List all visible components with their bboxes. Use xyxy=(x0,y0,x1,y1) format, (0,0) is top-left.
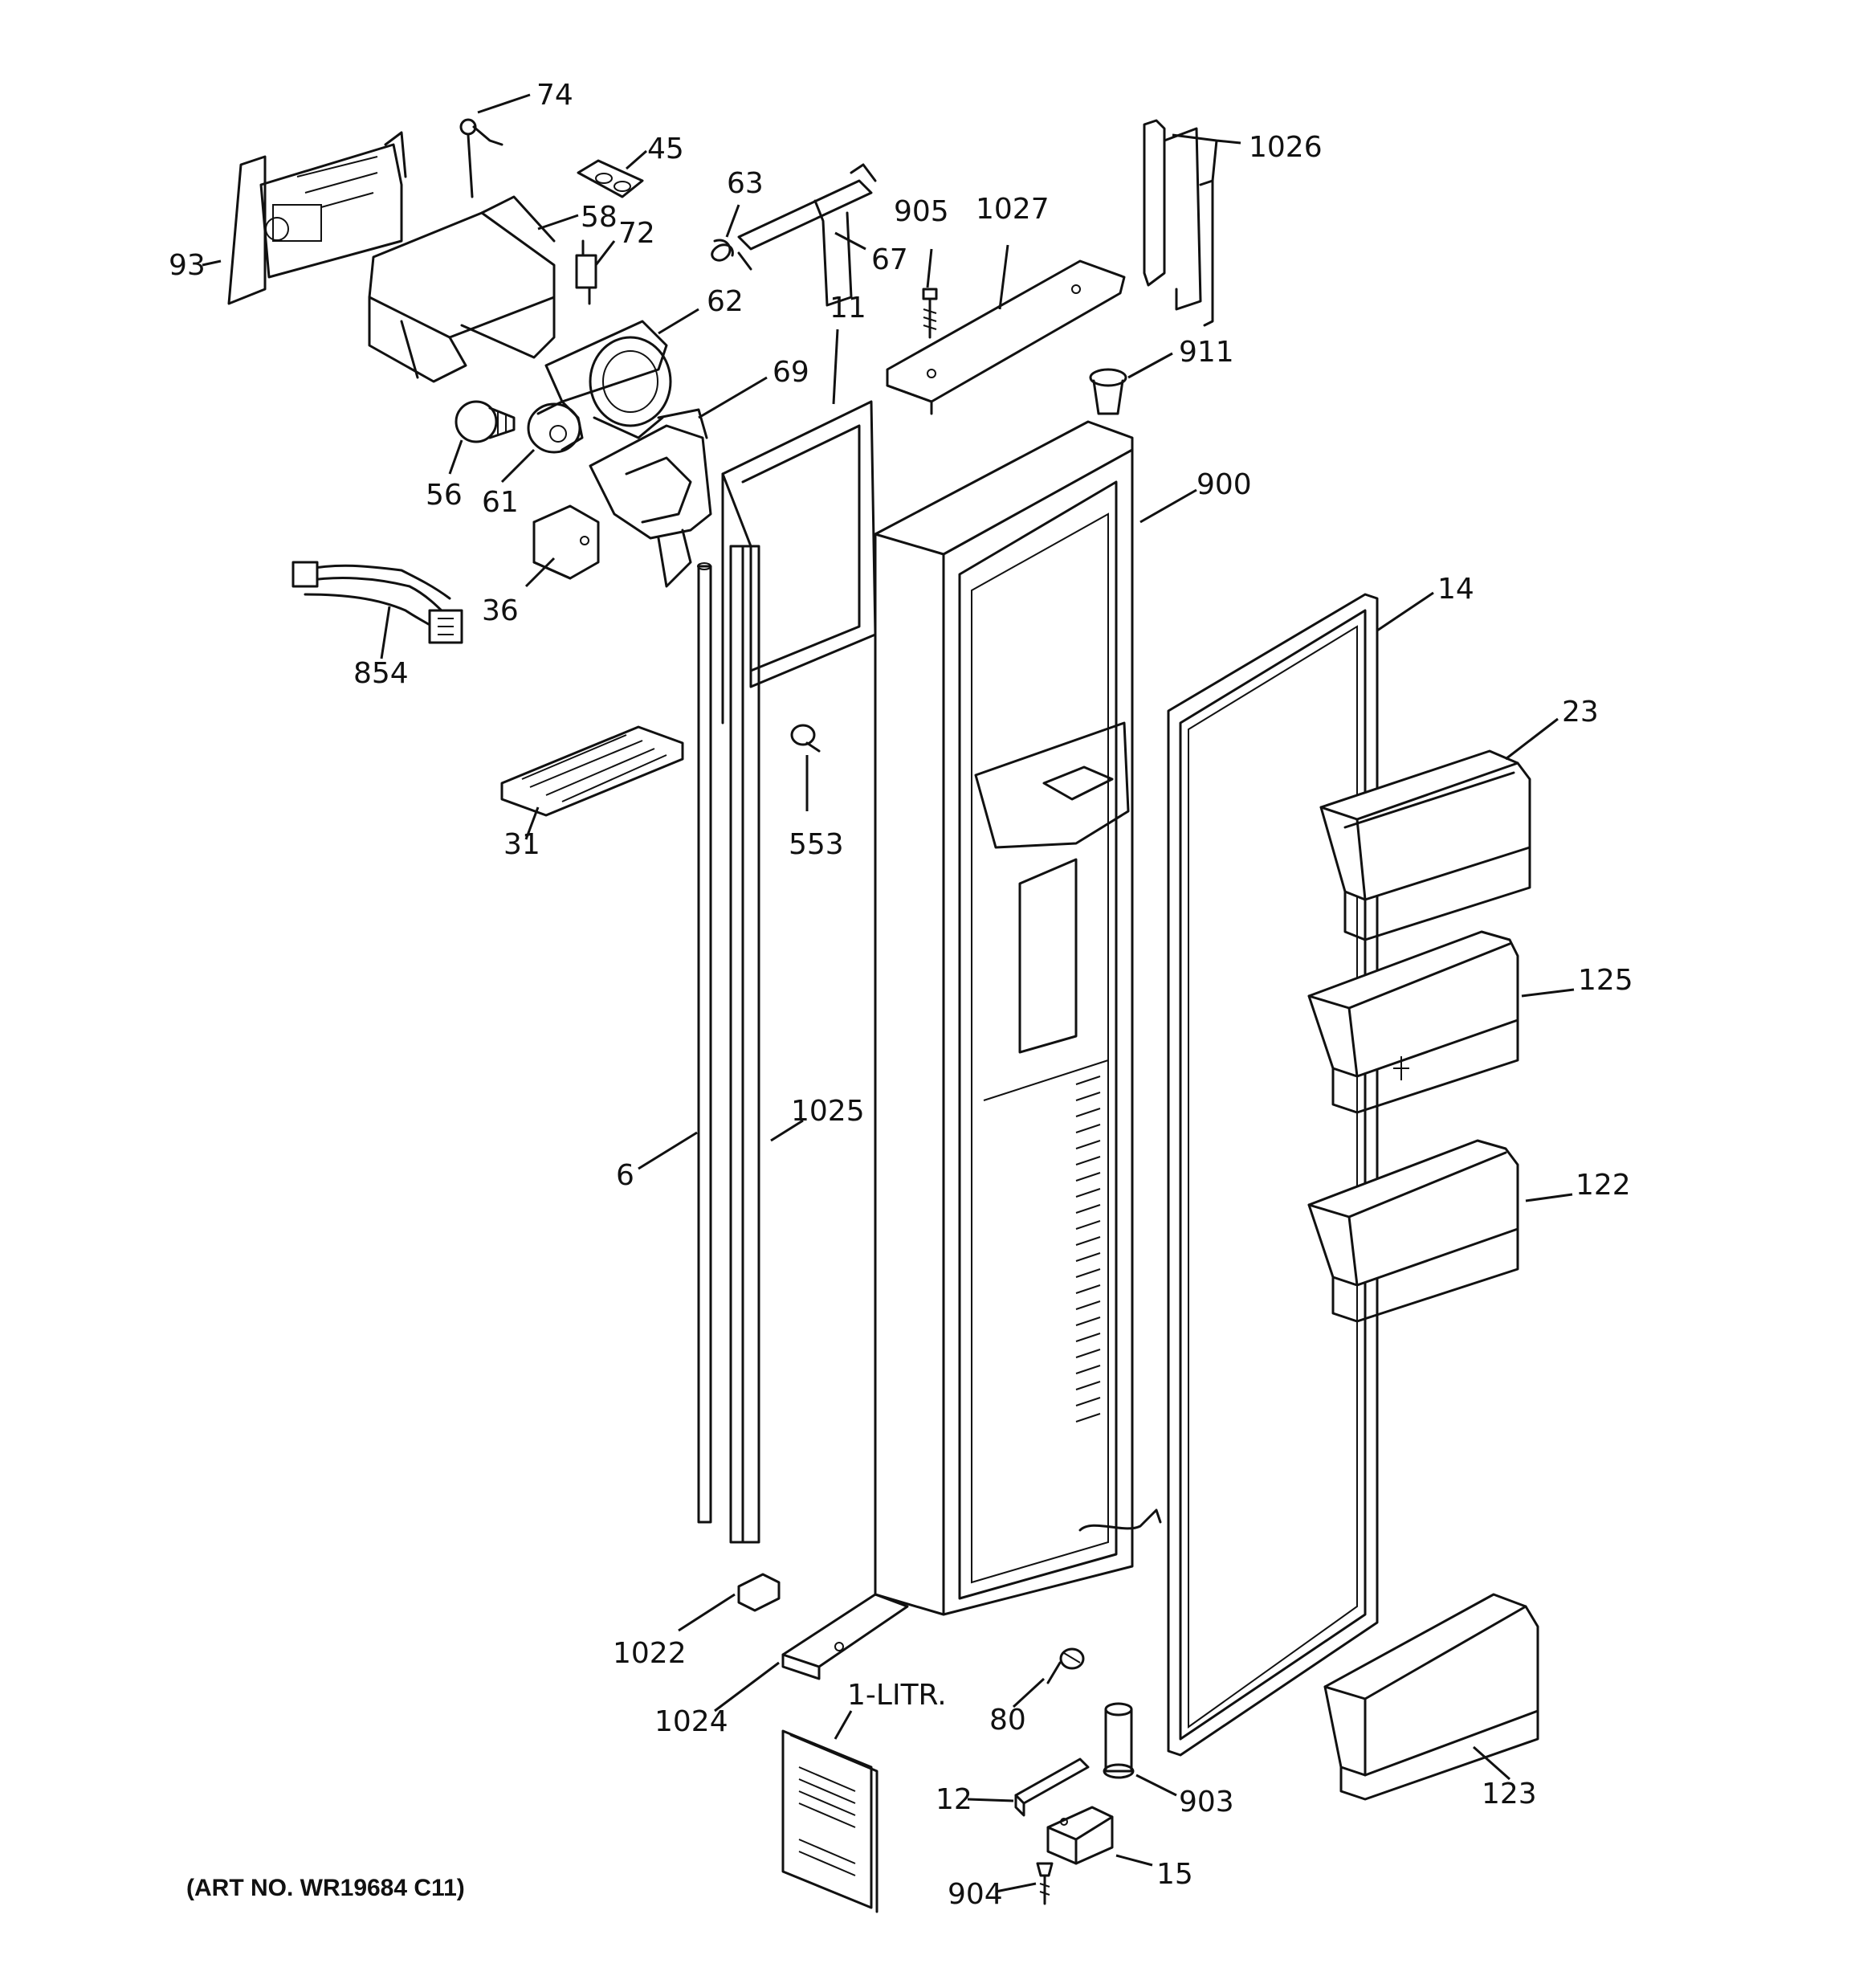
part-69-ice-chute xyxy=(589,408,712,588)
label-62: 62 xyxy=(707,285,744,318)
label-904: 904 xyxy=(948,1878,1003,1911)
part-1026-hinge-channel xyxy=(1143,119,1214,327)
label-854: 854 xyxy=(353,657,409,690)
art-number: (ART NO. WR19684 C11) xyxy=(186,1875,465,1901)
part-1024-bracket xyxy=(781,1593,909,1680)
part-74-spring xyxy=(459,118,503,198)
part-122-door-bin xyxy=(1307,1139,1519,1323)
part-6-tube xyxy=(697,562,712,1524)
part-31-drip-grille xyxy=(500,725,684,817)
part-900-door xyxy=(874,420,1162,1616)
part-903-hinge-pin xyxy=(1103,1702,1135,1779)
part-14-door-gasket xyxy=(1167,593,1379,1757)
part-80-fitting xyxy=(1046,1647,1085,1684)
part-125-door-bin xyxy=(1307,930,1519,1114)
label-1-litr: 1-LITR. xyxy=(847,1679,947,1712)
label-553: 553 xyxy=(789,828,844,861)
label-61: 61 xyxy=(482,486,519,519)
label-903: 903 xyxy=(1179,1786,1234,1819)
label-74: 74 xyxy=(536,79,573,112)
part-23-door-bin xyxy=(1319,749,1531,941)
part-45-bracket xyxy=(577,159,644,198)
part-1022-clip xyxy=(737,1573,781,1612)
leader-lines xyxy=(202,93,1575,1893)
part-905-screw xyxy=(922,288,938,339)
part-1025-trim-strip xyxy=(729,545,760,1544)
label-15: 15 xyxy=(1156,1858,1193,1891)
label-23: 23 xyxy=(1562,696,1599,729)
label-80: 80 xyxy=(989,1704,1026,1737)
label-6: 6 xyxy=(616,1159,634,1192)
label-900: 900 xyxy=(1196,468,1252,501)
part-1-litr-literature xyxy=(781,1729,879,1913)
part-854-wire-harness xyxy=(291,561,463,644)
label-123: 123 xyxy=(1482,1778,1537,1810)
label-122: 122 xyxy=(1576,1169,1631,1202)
label-14: 14 xyxy=(1437,573,1474,606)
label-67: 67 xyxy=(871,243,908,276)
label-58: 58 xyxy=(581,201,618,234)
label-72: 72 xyxy=(618,217,655,250)
part-labels: 74 45 63 1026 58 905 1027 72 93 67 62 11… xyxy=(169,79,1633,1911)
label-93: 93 xyxy=(169,249,206,282)
part-62-ring xyxy=(544,320,672,439)
label-69: 69 xyxy=(773,356,809,389)
part-61-knob xyxy=(527,400,584,454)
label-56: 56 xyxy=(426,479,463,512)
part-72-switch xyxy=(575,239,597,305)
part-58-dispenser-housing xyxy=(368,195,556,383)
label-45: 45 xyxy=(647,133,684,165)
label-911: 911 xyxy=(1179,336,1234,369)
label-1027: 1027 xyxy=(976,193,1050,226)
label-1025: 1025 xyxy=(791,1095,865,1128)
label-125: 125 xyxy=(1578,964,1633,997)
part-15-bottom-hinge xyxy=(1046,1806,1114,1865)
part-911-bushing xyxy=(1089,368,1127,415)
label-63: 63 xyxy=(727,167,764,200)
label-31: 31 xyxy=(503,828,540,861)
part-36-bracket xyxy=(532,504,600,580)
part-56-socket xyxy=(455,400,516,443)
part-553-bushing xyxy=(790,724,821,753)
part-123-door-bin xyxy=(1323,1593,1539,1801)
part-1027-top-cap xyxy=(886,259,1126,415)
part-12-hinge-plate xyxy=(1014,1757,1090,1817)
label-1024: 1024 xyxy=(654,1705,728,1738)
part-93-control-panel xyxy=(227,131,407,305)
part-904-screw xyxy=(1036,1862,1054,1905)
part-11-trim-frame xyxy=(721,400,877,725)
label-11: 11 xyxy=(830,292,866,325)
part-63-spring xyxy=(711,239,752,271)
label-12: 12 xyxy=(936,1783,972,1816)
label-1022: 1022 xyxy=(613,1637,687,1670)
label-905: 905 xyxy=(894,195,949,228)
part-67-lever xyxy=(737,163,877,307)
label-1026: 1026 xyxy=(1249,131,1323,164)
label-36: 36 xyxy=(482,594,519,627)
